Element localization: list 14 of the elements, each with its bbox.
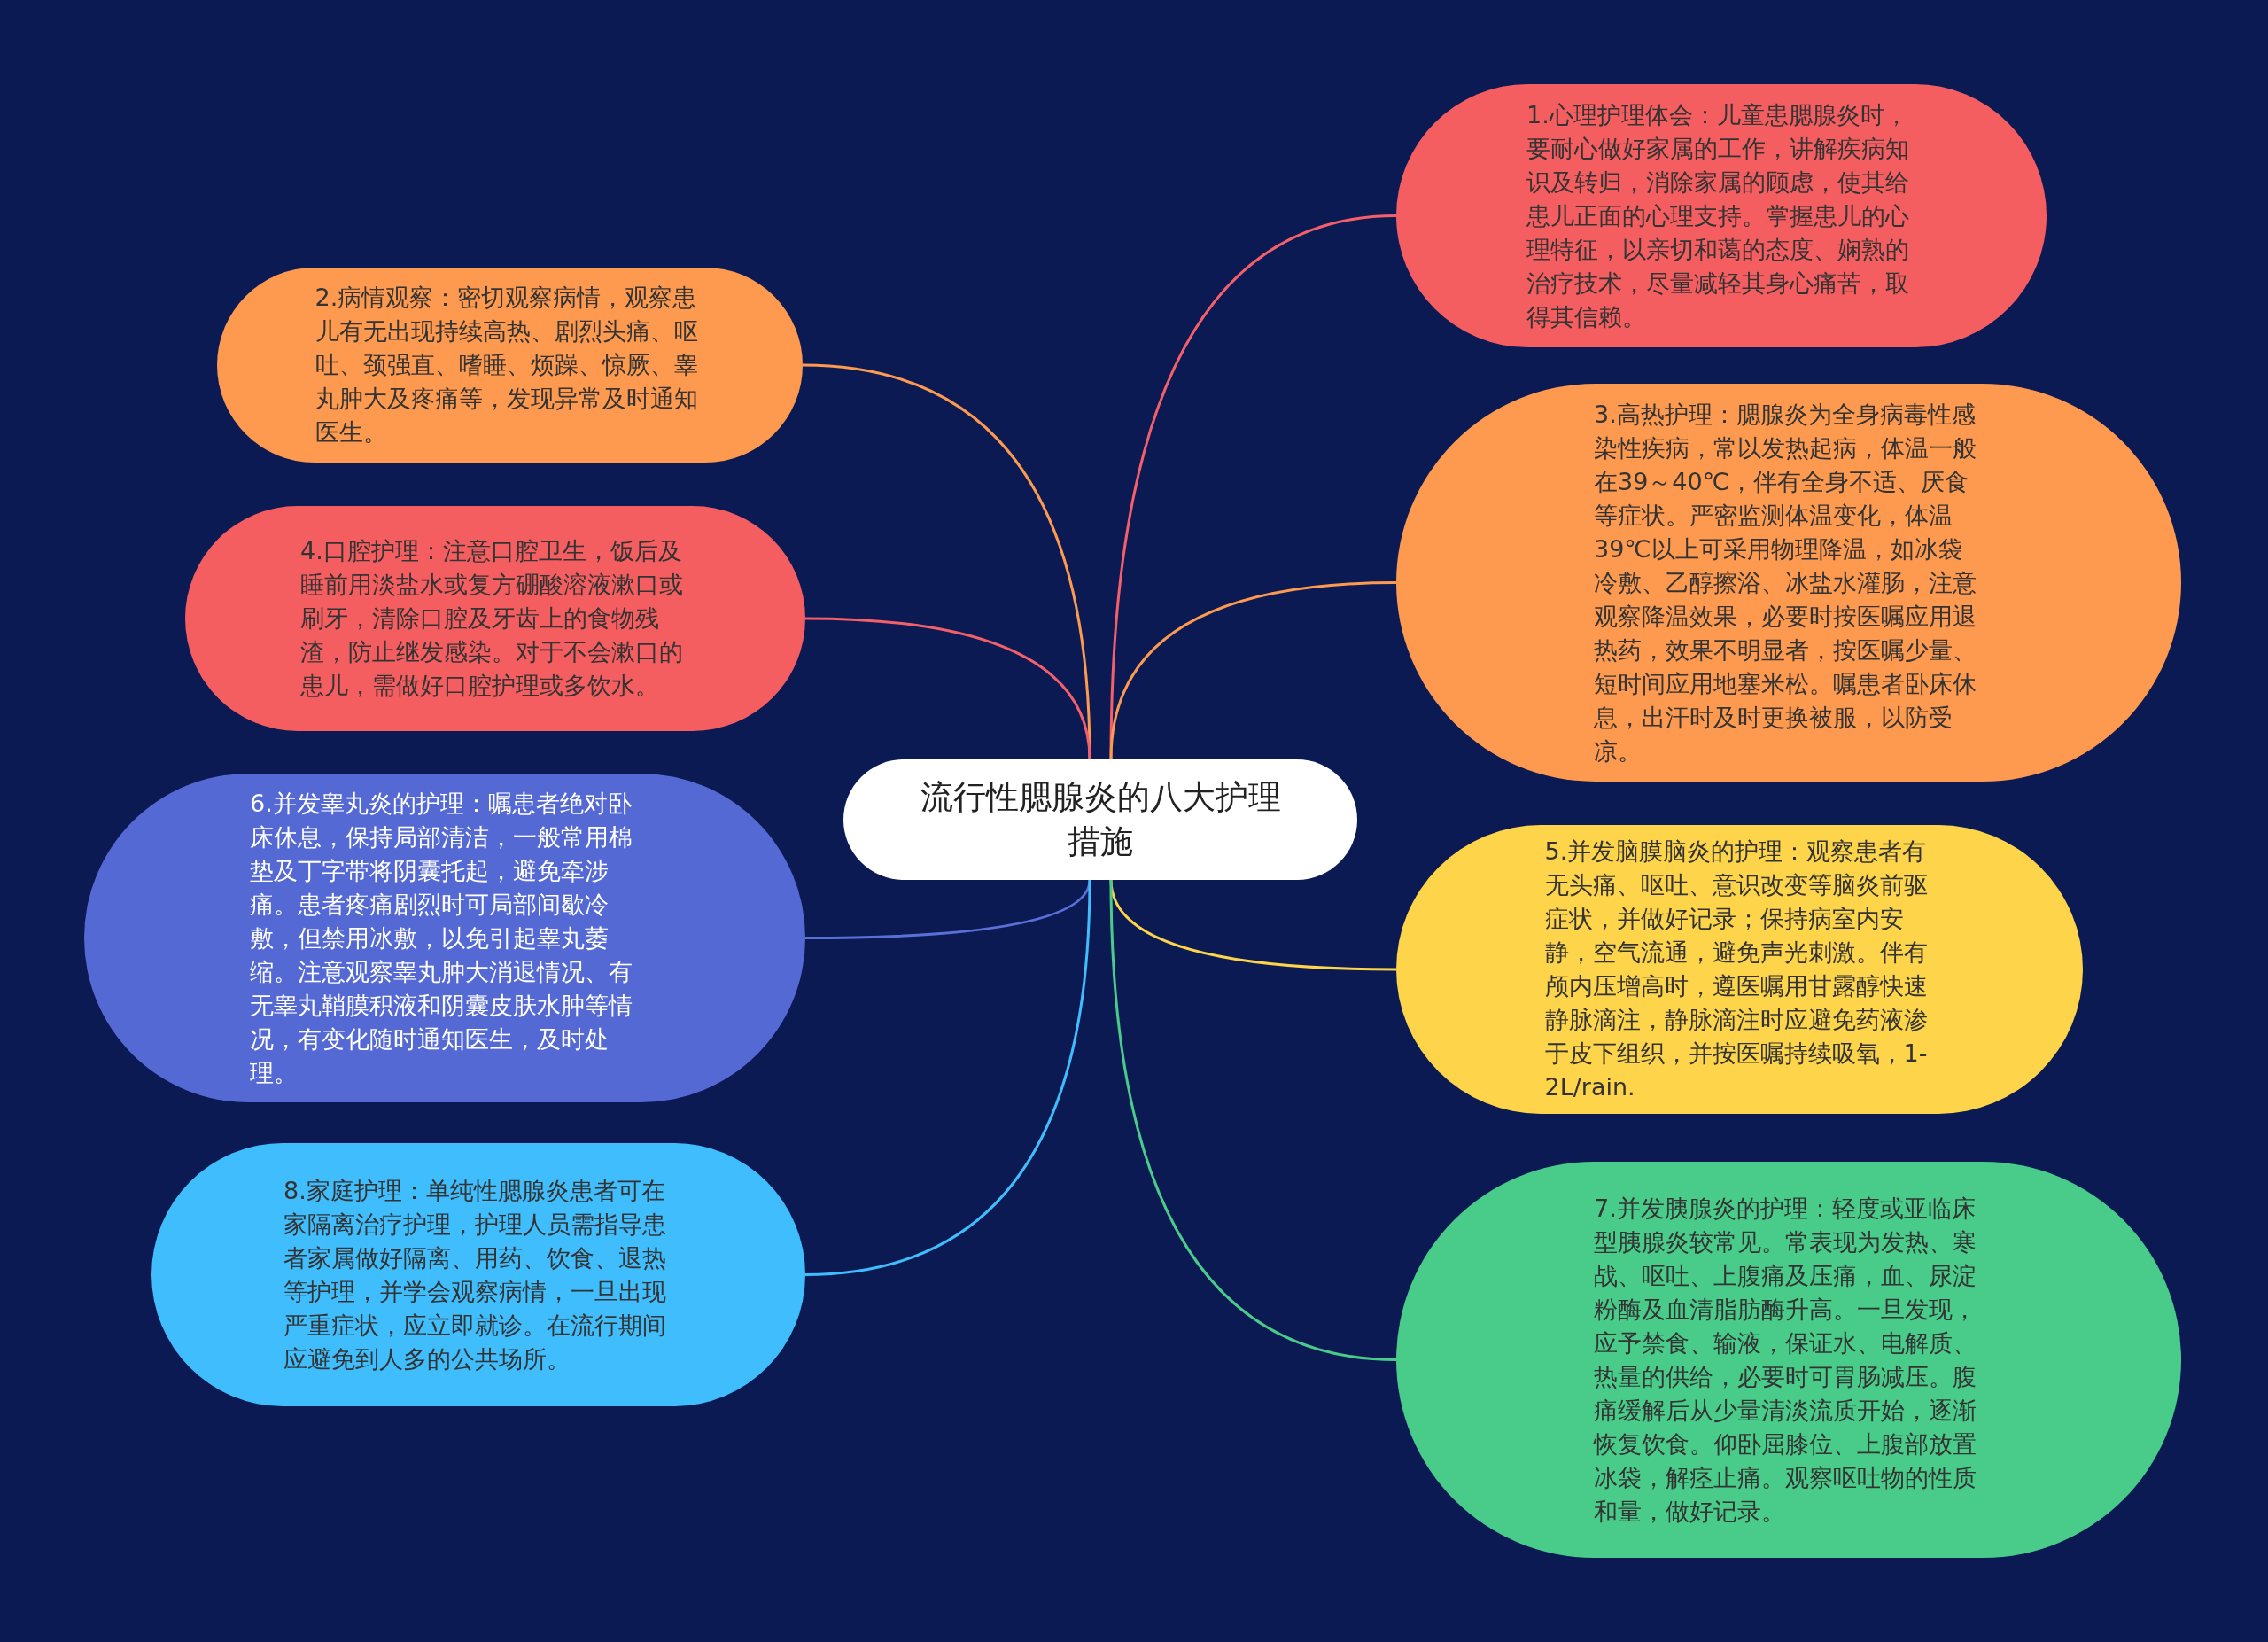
connector-line	[1109, 879, 1397, 1361]
topic-pill: 3.高热护理：腮腺炎为全身病毒性感染性疾病，常以发热起病，体温一般在39～40℃，伴有全身不适、厌食等症状。严密监测体温变化，体温39℃以上可采用物理降温，如冰袋冷敷、乙醇擦浴、冰盐水灌肠，注意观察降温效果，必要时按医嘱应用退热药，效果不明显者，按医嘱少量、短时间应用地塞米松。嘱患者卧床休息，出汗时及时更换被服，以防受凉。	[1396, 384, 2181, 782]
connector-line	[804, 879, 1091, 1276]
connector-line	[1109, 581, 1397, 760]
central-topic: 流行性腮腺炎的八大护理措施	[843, 759, 1357, 880]
topic-pill: 6.并发睾丸炎的护理：嘱患者绝对卧床休息，保持局部清洁，一般常用棉垫及丁字带将阴囊托起，避免牵涉痛。患者疼痛剧烈时可局部间歇冷敷，但禁用冰敷，以免引起睾丸萎缩。注意观察睾丸肿大消退情况、有无睾丸鞘膜积液和阴囊皮肤水肿等情况，有变化随时通知医生，及时处理。	[84, 774, 805, 1102]
connector-line	[804, 617, 1091, 760]
topic-pill: 2.病情观察：密切观察病情，观察患儿有无出现持续高热、剧烈头痛、呕吐、颈强直、嗜睡、烦躁、惊厥、睾丸肿大及疼痛等，发现异常及时通知医生。	[217, 268, 803, 463]
topic-pill: 5.并发脑膜脑炎的护理：观察患者有无头痛、呕吐、意识改变等脑炎前驱症状，并做好记录；保持病室内安静，空气流通，避免声光刺激。伴有颅内压增高时，遵医嘱用甘露醇快速静脉滴注，静脉滴注时应避免药液渗于皮下组织，并按医嘱持续吸氧，1-2L/rain.	[1396, 825, 2083, 1114]
topic-pill: 1.心理护理体会：儿童患腮腺炎时，要耐心做好家属的工作，讲解疾病知识及转归，消除家属的顾虑，使其给患儿正面的心理支持。掌握患儿的心理特征，以亲切和蔼的态度、娴熟的治疗技术，尽量减轻其身心痛苦，取得其信赖。	[1396, 84, 2047, 347]
connector-line	[1109, 214, 1397, 760]
topic-pill: 7.并发胰腺炎的护理：轻度或亚临床型胰腺炎较常见。常表现为发热、寒战、呕吐、上腹痛及压痛，血、尿淀粉酶及血清脂肪酶升高。一旦发现，应予禁食、输液，保证水、电解质、热量的供给，必要时可胃肠减压。腹痛缓解后从少量清淡流质开始，逐渐恢复饮食。仰卧屈膝位、上腹部放置冰袋，解痉止痛。观察呕吐物的性质和量，做好记录。	[1396, 1162, 2181, 1558]
topic-pill: 4.口腔护理：注意口腔卫生，饭后及睡前用淡盐水或复方硼酸溶液漱口或刷牙，清除口腔及牙齿上的食物残渣，防止继发感染。对于不会漱口的患儿，需做好口腔护理或多饮水。	[185, 506, 805, 731]
topic-pill: 8.家庭护理：单纯性腮腺炎患者可在家隔离治疗护理，护理人员需指导患者家属做好隔离、用药、饮食、退热等护理，并学会观察病情，一旦出现严重症状，应立即就诊。在流行期间应避免到人多的公共场所。	[151, 1143, 805, 1406]
